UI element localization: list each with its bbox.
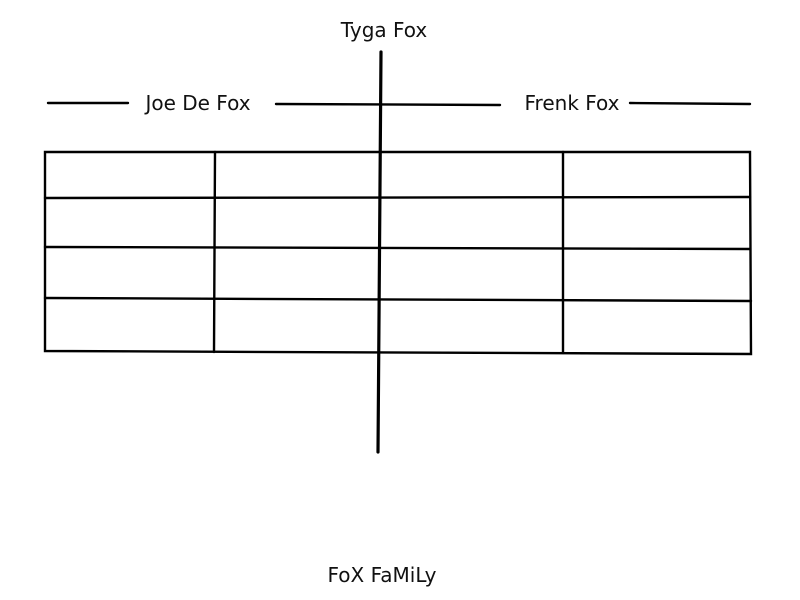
table-row-line: [43, 245, 752, 251]
right-branch-label: Frenk Fox: [525, 91, 620, 115]
left-branch-label: Joe De Fox: [143, 91, 250, 115]
table-row-line: [43, 195, 752, 200]
table-border: [43, 150, 753, 356]
table-column-line: [212, 150, 217, 354]
vertical-trunk-line: [376, 50, 383, 454]
right-branch-line-outer: [628, 101, 752, 106]
table-row-line: [43, 296, 753, 303]
top-label: Tyga Fox: [340, 18, 428, 42]
bottom-title: FoX FaMiLy: [328, 563, 437, 587]
middle-branch-line: [274, 102, 502, 107]
